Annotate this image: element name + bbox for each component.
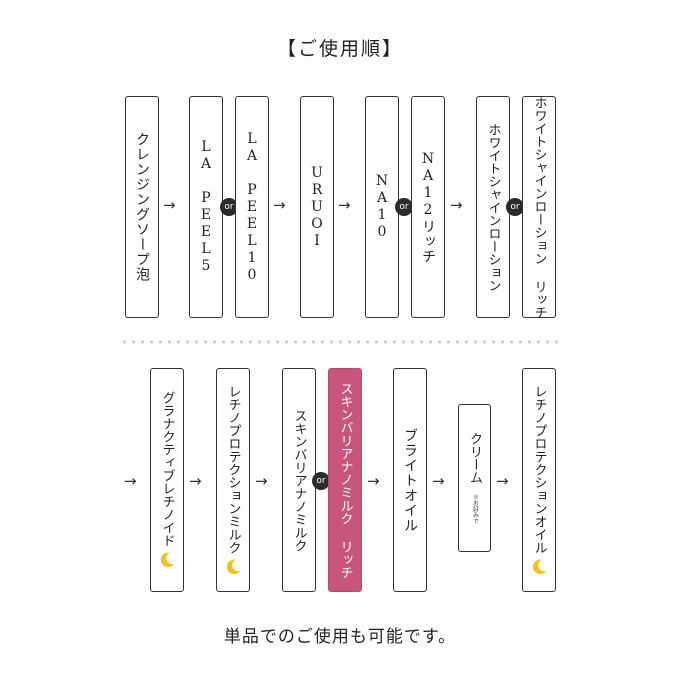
arrow-right-icon: →: [338, 196, 351, 214]
item-label: LA PEEL5: [198, 139, 214, 275]
dotted-divider: [120, 340, 560, 344]
item-label: ホワイトシャインローション リッチ: [531, 96, 547, 318]
item-cream: クリーム ※お好みで: [458, 404, 491, 552]
item-granactive-retinoid: グラナクティブレチノイド: [150, 368, 184, 592]
crescent-moon-icon: [532, 559, 547, 574]
item-white-shine-lotion-rich: ホワイトシャインローション リッチ: [522, 96, 556, 318]
item-bright-oil: ブライトオイル: [393, 368, 427, 592]
or-badge: or: [312, 472, 330, 490]
item-label: ブライトオイル: [402, 427, 418, 533]
arrow-right-icon: →: [450, 196, 463, 214]
item-na-12-rich: NA12リッチ: [411, 96, 445, 318]
or-badge: or: [506, 198, 524, 216]
crescent-moon-icon: [160, 552, 175, 568]
arrow-right-icon: →: [432, 472, 445, 490]
item-la-peel-5: LA PEEL5: [189, 96, 223, 318]
footer-note: 単品でのご使用も可能です。: [223, 627, 457, 647]
item-label: クレンジングソープ泡: [134, 132, 150, 282]
item-cleansing-soap: クレンジングソープ泡: [125, 96, 159, 318]
item-uruoi: URUOI: [300, 96, 334, 318]
item-skin-barrier-nano-milk-rich: スキンバリアナノミルク リッチ: [328, 368, 362, 592]
item-label: スキンバリアナノミルク リッチ: [337, 381, 353, 579]
item-label: NA10: [374, 173, 390, 241]
item-label: ホワイトシャインローション: [485, 122, 501, 292]
item-skin-barrier-nano-milk: スキンバリアナノミルク: [282, 368, 316, 592]
page-title: 【ご使用順】: [276, 38, 403, 60]
item-label: スキンバリアナノミルク: [291, 408, 307, 552]
item-label: NA12リッチ: [420, 150, 436, 264]
item-retino-protection-oil: レチノプロテクションオイル: [522, 368, 556, 592]
arrow-right-icon: →: [273, 196, 286, 214]
item-label: LA PEEL10: [244, 130, 260, 284]
item-note: ※お好みで: [471, 494, 479, 524]
item-label: レチノプロテクションオイル: [531, 384, 547, 554]
or-badge: or: [220, 198, 238, 216]
or-badge: or: [395, 198, 413, 216]
arrow-right-icon: →: [255, 472, 268, 490]
item-label: クリーム: [467, 432, 482, 484]
arrow-right-icon: →: [163, 196, 176, 214]
item-label: レチノプロテクションミルク: [225, 384, 241, 554]
arrow-right-icon: →: [367, 472, 380, 490]
item-label: グラナクティブレチノイド: [159, 391, 175, 547]
arrow-right-icon: →: [124, 472, 137, 490]
item-na-10: NA10: [365, 96, 399, 318]
item-la-peel-10: LA PEEL10: [235, 96, 269, 318]
item-white-shine-lotion: ホワイトシャインローション: [476, 96, 510, 318]
arrow-right-icon: →: [189, 472, 202, 490]
item-retino-protection-milk: レチノプロテクションミルク: [216, 368, 250, 592]
arrow-right-icon: →: [496, 472, 509, 490]
item-label: URUOI: [309, 164, 325, 250]
crescent-moon-icon: [226, 559, 241, 574]
